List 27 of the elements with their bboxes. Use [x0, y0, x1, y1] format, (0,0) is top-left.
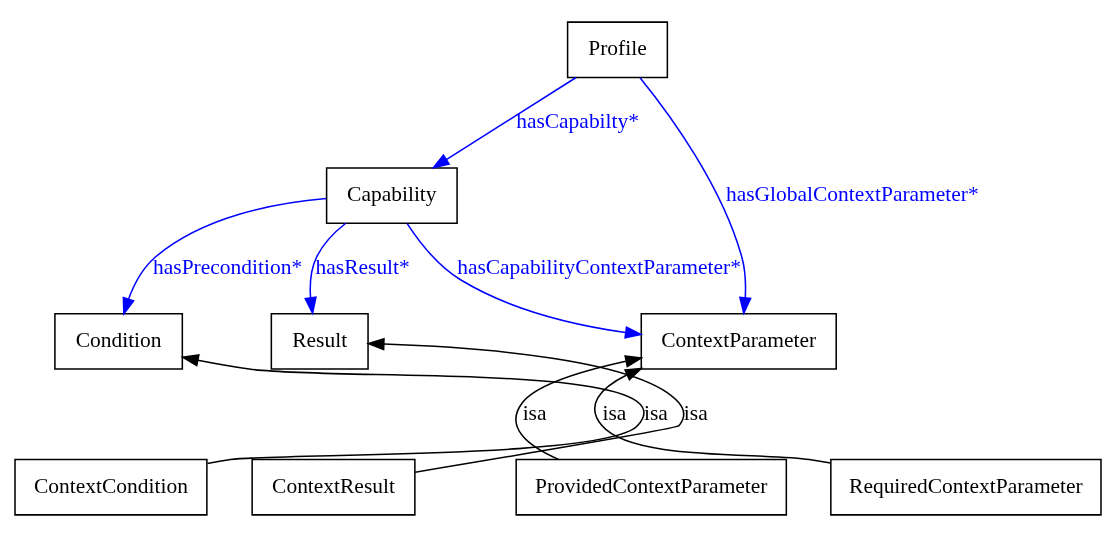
arrow [639, 76, 752, 316]
node-box: ContextParameter [640, 313, 837, 370]
arrow [515, 355, 644, 461]
edge-label: isa [683, 401, 708, 425]
arrow [366, 337, 685, 473]
edge-label: isa [522, 401, 547, 425]
edge-label: hasCapabilityContextParameter* [457, 255, 741, 280]
arrow [304, 222, 347, 316]
edge-label: hasPrecondition* [153, 255, 303, 280]
edge-label: hasCapabilty* [516, 109, 639, 134]
node-box: Capability [325, 167, 458, 224]
node-box: Result [270, 313, 369, 370]
node-box: ContextCondition [14, 458, 208, 516]
node-box: ContextResult [251, 458, 416, 516]
arrow [406, 222, 644, 339]
arrow [122, 197, 327, 316]
edge-label: hasGlobalContextParameter* [725, 182, 979, 207]
node-box: ProvidedContextParameter [515, 458, 788, 516]
edge-label: isa [643, 401, 668, 425]
arrow [180, 354, 645, 465]
edge-label: hasResult* [315, 255, 410, 280]
arrow [431, 76, 577, 170]
arrow [594, 367, 832, 464]
edge-label: isa [602, 401, 627, 425]
node-box: RequiredContextParameter [830, 458, 1102, 516]
node-box: Profile [566, 21, 669, 79]
node-box: Condition [54, 313, 184, 370]
